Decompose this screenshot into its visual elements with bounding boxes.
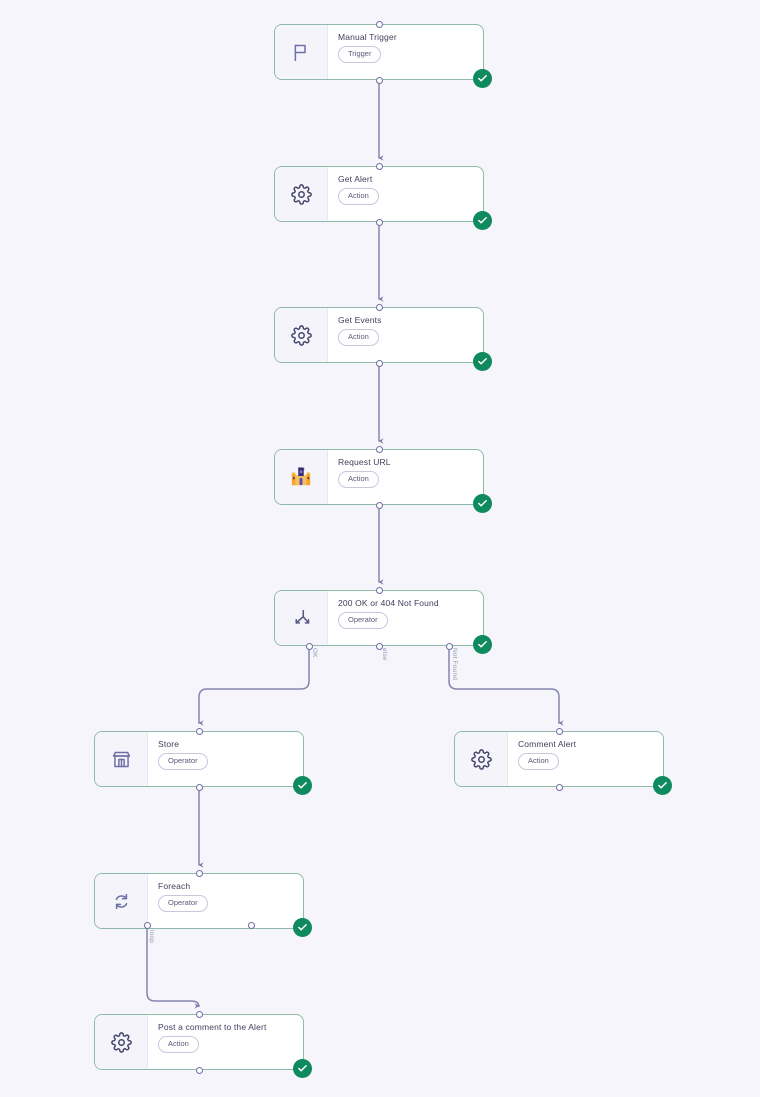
- castle-icon: [290, 466, 312, 488]
- port-in-status-branch[interactable]: [375, 586, 383, 594]
- port-out-manual-trigger[interactable]: [375, 76, 383, 84]
- edge-label-ok: OK: [311, 648, 318, 658]
- store-icon: [111, 749, 132, 770]
- node-title: Get Alert: [338, 174, 373, 184]
- node-body: Comment Alert Action: [508, 732, 663, 786]
- node-icon-pane: [455, 732, 508, 786]
- port-out-foreach-loop[interactable]: [143, 921, 151, 929]
- node-title: Store: [158, 739, 180, 749]
- port-in-foreach[interactable]: [195, 869, 203, 877]
- node-icon-pane: [95, 874, 148, 928]
- node-get-events[interactable]: Get Events Action: [274, 307, 492, 371]
- node-title: Post a comment to the Alert: [158, 1022, 267, 1032]
- port-in-manual-trigger[interactable]: [375, 20, 383, 28]
- port-in-comment-alert[interactable]: [555, 727, 563, 735]
- node-type-badge: Operator: [158, 895, 208, 912]
- node-icon-pane: [95, 1015, 148, 1069]
- node-body: 200 OK or 404 Not Found Operator: [328, 591, 483, 645]
- node-body: Foreach Operator: [148, 874, 303, 928]
- gear-icon: [110, 1031, 132, 1053]
- node-title: 200 OK or 404 Not Found: [338, 598, 439, 608]
- status-badge-success: [473, 352, 492, 371]
- node-post-comment[interactable]: Post a comment to the Alert Action: [94, 1014, 312, 1078]
- port-in-post-comment[interactable]: [195, 1010, 203, 1018]
- canvas-bottom-strip: [0, 1089, 760, 1097]
- edge-label-else: else: [381, 648, 388, 661]
- node-title: Get Events: [338, 315, 382, 325]
- port-out-store[interactable]: [195, 783, 203, 791]
- node-type-badge: Operator: [158, 753, 208, 770]
- loop-icon: [111, 891, 132, 912]
- node-status-branch[interactable]: 200 OK or 404 Not Found Operator: [274, 590, 492, 654]
- gear-icon: [290, 183, 312, 205]
- node-manual-trigger[interactable]: Manual Trigger Trigger: [274, 24, 492, 88]
- status-badge-success: [653, 776, 672, 795]
- edge-label-loop: loop: [148, 930, 155, 944]
- port-out-get-alert[interactable]: [375, 218, 383, 226]
- node-type-badge: Trigger: [338, 46, 382, 63]
- node-title: Comment Alert: [518, 739, 577, 749]
- node-body: Get Events Action: [328, 308, 483, 362]
- port-out-branch-else[interactable]: [375, 642, 383, 650]
- status-badge-success: [473, 211, 492, 230]
- node-icon-pane: [275, 167, 328, 221]
- node-icon-pane: [275, 25, 328, 79]
- node-request-url[interactable]: Request URL Action: [274, 449, 492, 513]
- node-body: Get Alert Action: [328, 167, 483, 221]
- node-type-badge: Action: [518, 753, 559, 770]
- node-title: Manual Trigger: [338, 32, 397, 42]
- port-out-foreach-done[interactable]: [247, 921, 255, 929]
- node-foreach[interactable]: Foreach Operator: [94, 873, 312, 937]
- port-in-request-url[interactable]: [375, 445, 383, 453]
- node-icon-pane: [275, 308, 328, 362]
- gear-icon: [470, 748, 492, 770]
- node-body: Request URL Action: [328, 450, 483, 504]
- edge-label-not-found: Not Found: [451, 648, 458, 681]
- node-icon-pane: [95, 732, 148, 786]
- node-type-badge: Action: [338, 188, 379, 205]
- node-title: Request URL: [338, 457, 391, 467]
- port-out-branch-ok[interactable]: [305, 642, 313, 650]
- port-out-request-url[interactable]: [375, 501, 383, 509]
- port-in-store[interactable]: [195, 727, 203, 735]
- port-out-branch-not-found[interactable]: [445, 642, 453, 650]
- status-badge-success: [293, 918, 312, 937]
- node-title: Foreach: [158, 881, 191, 891]
- status-badge-success: [473, 635, 492, 654]
- port-in-get-alert[interactable]: [375, 162, 383, 170]
- status-badge-success: [293, 776, 312, 795]
- node-get-alert[interactable]: Get Alert Action: [274, 166, 492, 230]
- edge-branch-ok-to-store: [198, 645, 310, 726]
- node-icon-pane: [275, 591, 328, 645]
- node-type-badge: Action: [338, 471, 379, 488]
- status-badge-success: [293, 1059, 312, 1078]
- node-type-badge: Action: [158, 1036, 199, 1053]
- port-in-get-events[interactable]: [375, 303, 383, 311]
- port-out-get-events[interactable]: [375, 359, 383, 367]
- edge-branch-notfound-to-commentalert: [448, 645, 564, 726]
- port-out-comment-alert[interactable]: [555, 783, 563, 791]
- flag-icon: [291, 42, 312, 63]
- node-icon-pane: [275, 450, 328, 504]
- node-comment-alert[interactable]: Comment Alert Action: [454, 731, 672, 795]
- node-type-badge: Operator: [338, 612, 388, 629]
- node-body: Manual Trigger Trigger: [328, 25, 483, 79]
- node-body: Post a comment to the Alert Action: [148, 1015, 303, 1069]
- status-badge-success: [473, 69, 492, 88]
- port-out-post-comment[interactable]: [195, 1066, 203, 1074]
- branch-icon: [291, 608, 312, 629]
- node-type-badge: Action: [338, 329, 379, 346]
- node-store[interactable]: Store Operator: [94, 731, 312, 795]
- status-badge-success: [473, 494, 492, 513]
- gear-icon: [290, 324, 312, 346]
- node-body: Store Operator: [148, 732, 303, 786]
